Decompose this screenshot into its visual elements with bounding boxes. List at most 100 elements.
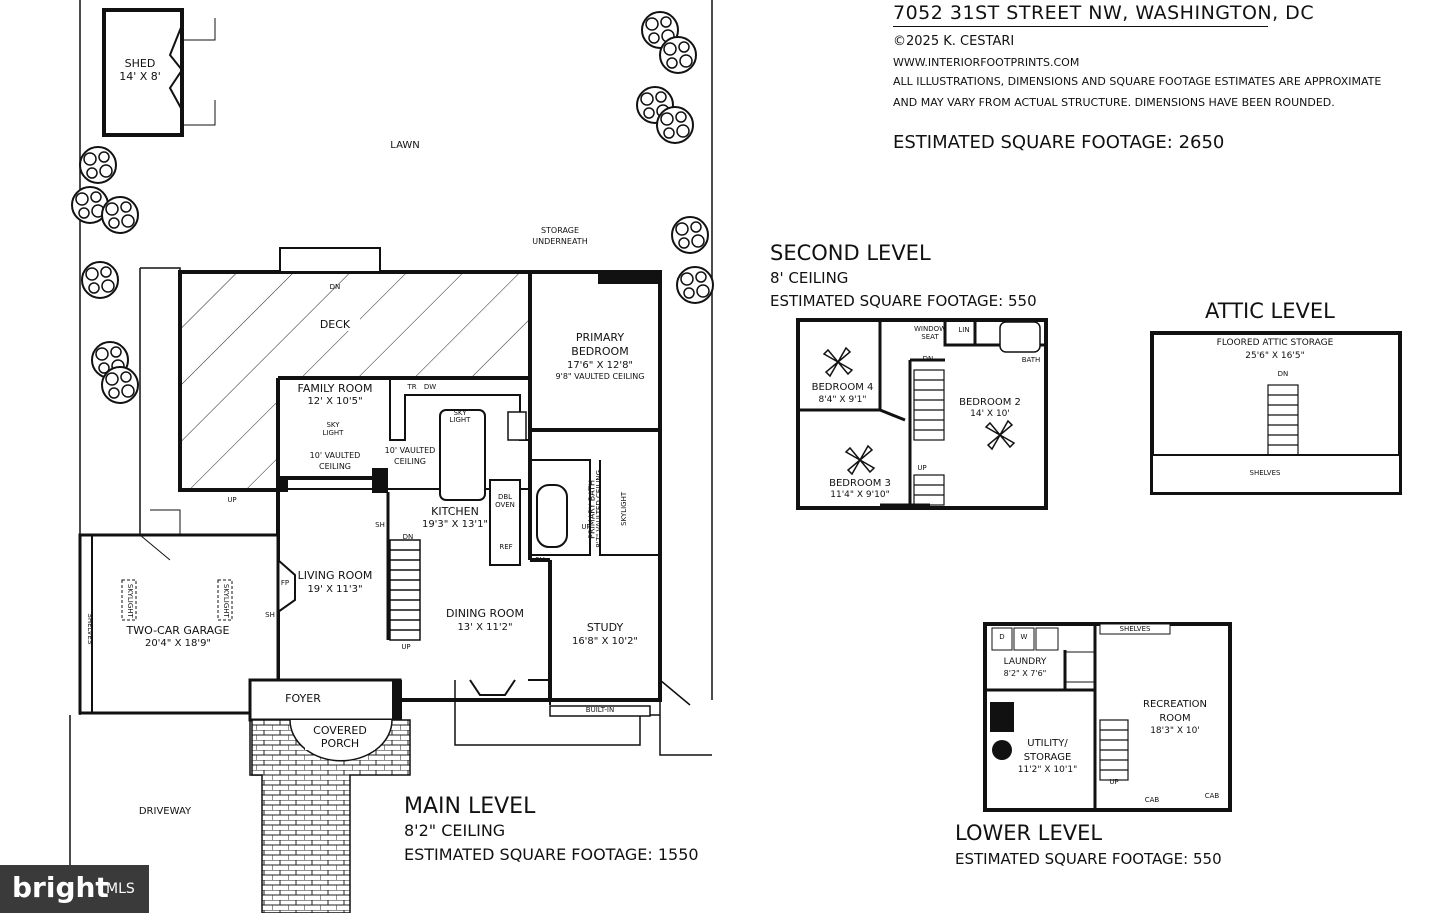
primary-bedroom-label: PRIMARY bbox=[575, 331, 625, 344]
deck-dn: DN bbox=[329, 283, 341, 291]
storage-label-2: UNDERNEATH bbox=[532, 237, 588, 246]
bedroom3-dim: 11'4" X 9'10" bbox=[830, 490, 890, 500]
family-room-label: FAMILY ROOM bbox=[297, 382, 373, 395]
second-level-sqft: ESTIMATED SQUARE FOOTAGE: 550 bbox=[770, 292, 1037, 310]
built-in-label: BUILT-IN bbox=[585, 706, 615, 714]
second-level-ceiling: 8' CEILING bbox=[770, 269, 849, 287]
deck-label: DECK bbox=[310, 318, 360, 332]
lower-level-title: LOWER LEVEL bbox=[955, 821, 1103, 845]
cabinet-label-2: CAB bbox=[1204, 792, 1220, 800]
deck-up: UP bbox=[227, 496, 237, 504]
covered-porch-label-2: PORCH bbox=[305, 737, 375, 751]
total-square-footage: ESTIMATED SQUARE FOOTAGE: 2650 bbox=[893, 132, 1225, 153]
property-address: 7052 31ST STREET NW, WASHINGTON, DC bbox=[893, 2, 1315, 24]
kitchen-vaulted: 10' VAULTED bbox=[384, 446, 436, 455]
copyright: ©2025 K. CESTARI bbox=[893, 34, 1015, 49]
bedroom4-dim: 8'4" X 9'1" bbox=[818, 395, 867, 405]
porch-walk bbox=[251, 719, 411, 913]
laundry-dim: 8'2" X 7'6" bbox=[1003, 669, 1047, 678]
primary-bath-ceiling: 8'7" VAULTED CEILING bbox=[595, 469, 604, 548]
utility-label: UTILITY/ bbox=[1027, 738, 1068, 749]
attic-dn: DN bbox=[1277, 370, 1289, 378]
main-level-title: MAIN LEVEL bbox=[404, 794, 536, 819]
foyer-label: FOYER bbox=[285, 692, 321, 705]
living-room-dim: 19' X 11'3" bbox=[307, 584, 363, 595]
shed-label: SHED bbox=[124, 57, 156, 70]
garage bbox=[78, 533, 280, 715]
dryer-label: D bbox=[999, 633, 1005, 641]
second-dn: DN bbox=[922, 355, 934, 363]
disclaimer-line-2: AND MAY VARY FROM ACTUAL STRUCTURE. DIME… bbox=[893, 96, 1335, 109]
study-label: STUDY bbox=[586, 621, 624, 634]
kitchen-label: KITCHEN bbox=[431, 505, 479, 518]
attic-shelves: SHELVES bbox=[1249, 469, 1281, 477]
primary-bedroom-ceiling: 9'8" VAULTED CEILING bbox=[555, 372, 645, 381]
dishwasher-label: DW bbox=[423, 383, 437, 391]
family-skylight-2: LIGHT bbox=[322, 429, 344, 437]
double-oven-label-2: OVEN bbox=[495, 501, 515, 509]
bedroom2-dim: 14' X 10' bbox=[970, 409, 1010, 419]
family-room-dim: 12' X 10'5" bbox=[307, 396, 363, 407]
shelf-label-2: SH bbox=[535, 556, 545, 564]
second-level-title: SECOND LEVEL bbox=[770, 241, 931, 265]
kitchen-dim: 19'3" X 13'1" bbox=[421, 519, 489, 530]
address-underline bbox=[893, 26, 1268, 27]
second-level-outline bbox=[796, 318, 1048, 510]
garage-dim: 20'4" X 18'9" bbox=[144, 638, 212, 649]
bright-logo-text: bright bbox=[12, 871, 109, 904]
study-dim: 16'8" X 10'2" bbox=[571, 636, 639, 647]
covered-porch-label: COVERED bbox=[305, 724, 375, 738]
kitchen-skylight: SKY bbox=[453, 409, 467, 417]
stair-up: UP bbox=[401, 643, 411, 651]
living-room-label: LIVING ROOM bbox=[297, 569, 373, 582]
garage-label: TWO-CAR GARAGE bbox=[126, 624, 230, 637]
garage-shelves: SHELVES bbox=[85, 613, 94, 645]
disclaimer-line-1: ALL ILLUSTRATIONS, DIMENSIONS AND SQUARE… bbox=[893, 75, 1382, 88]
family-vaulted-2: CEILING bbox=[319, 462, 351, 471]
washer-label: W bbox=[1020, 633, 1028, 641]
trash-label: TR bbox=[407, 383, 417, 391]
shed bbox=[102, 8, 184, 137]
shed-dim: 14' X 8' bbox=[119, 70, 161, 83]
stair-dn: DN bbox=[402, 533, 414, 541]
fridge-label: REF bbox=[499, 543, 513, 551]
lower-level-sqft: ESTIMATED SQUARE FOOTAGE: 550 bbox=[955, 850, 1222, 868]
dining-room-dim: 13' X 11'2" bbox=[457, 622, 513, 633]
linen-label: LIN bbox=[958, 326, 970, 334]
family-vaulted: 10' VAULTED bbox=[309, 451, 361, 460]
bath-skylight: SKYLIGHT bbox=[620, 491, 629, 526]
lower-up: UP bbox=[1109, 778, 1119, 786]
attic-storage-label: FLOORED ATTIC STORAGE bbox=[1216, 338, 1334, 348]
second-up: UP bbox=[917, 464, 927, 472]
primary-bedroom-label-2: BEDROOM bbox=[571, 345, 629, 358]
bath-up: UP bbox=[581, 523, 591, 531]
utility-label-2: STORAGE bbox=[1023, 752, 1072, 763]
primary-bedroom-dim: 17'6" X 12'8" bbox=[566, 360, 634, 371]
main-level-sqft: ESTIMATED SQUARE FOOTAGE: 1550 bbox=[404, 845, 699, 864]
window-seat-label-2: SEAT bbox=[921, 333, 939, 341]
attic-storage-dim: 25'6" X 16'5" bbox=[1245, 351, 1305, 361]
window-seat-label: WINDOW bbox=[913, 325, 947, 333]
family-skylight: SKY bbox=[326, 421, 340, 429]
fireplace-label: FP bbox=[280, 579, 290, 587]
kitchen-vaulted-2: CEILING bbox=[394, 457, 426, 466]
garage-skylight-1: SKYLIGHT bbox=[125, 583, 134, 618]
mls-logo-text: MLS bbox=[106, 881, 135, 897]
kitchen-skylight-2: LIGHT bbox=[449, 416, 471, 424]
shelf-label-3: SH bbox=[265, 611, 275, 619]
bedroom3-label: BEDROOM 3 bbox=[829, 478, 891, 489]
driveway-label: DRIVEWAY bbox=[138, 806, 192, 817]
recreation-label-2: ROOM bbox=[1159, 713, 1191, 724]
garage-skylight-2: SKYLIGHT bbox=[221, 583, 230, 618]
recreation-label: RECREATION bbox=[1143, 699, 1207, 710]
website: WWW.INTERIORFOOTPRINTS.COM bbox=[893, 56, 1080, 69]
bright-mls-watermark: bright MLS bbox=[0, 865, 149, 913]
lower-shelves: SHELVES bbox=[1119, 625, 1151, 633]
utility-dim: 11'2" X 10'1" bbox=[1017, 765, 1078, 775]
bedroom2-label: BEDROOM 2 bbox=[959, 397, 1021, 408]
bedroom4-label: BEDROOM 4 bbox=[811, 382, 874, 393]
double-oven-label: DBL bbox=[497, 493, 513, 501]
storage-label: STORAGE bbox=[540, 226, 580, 235]
lawn-label: LAWN bbox=[390, 140, 420, 151]
